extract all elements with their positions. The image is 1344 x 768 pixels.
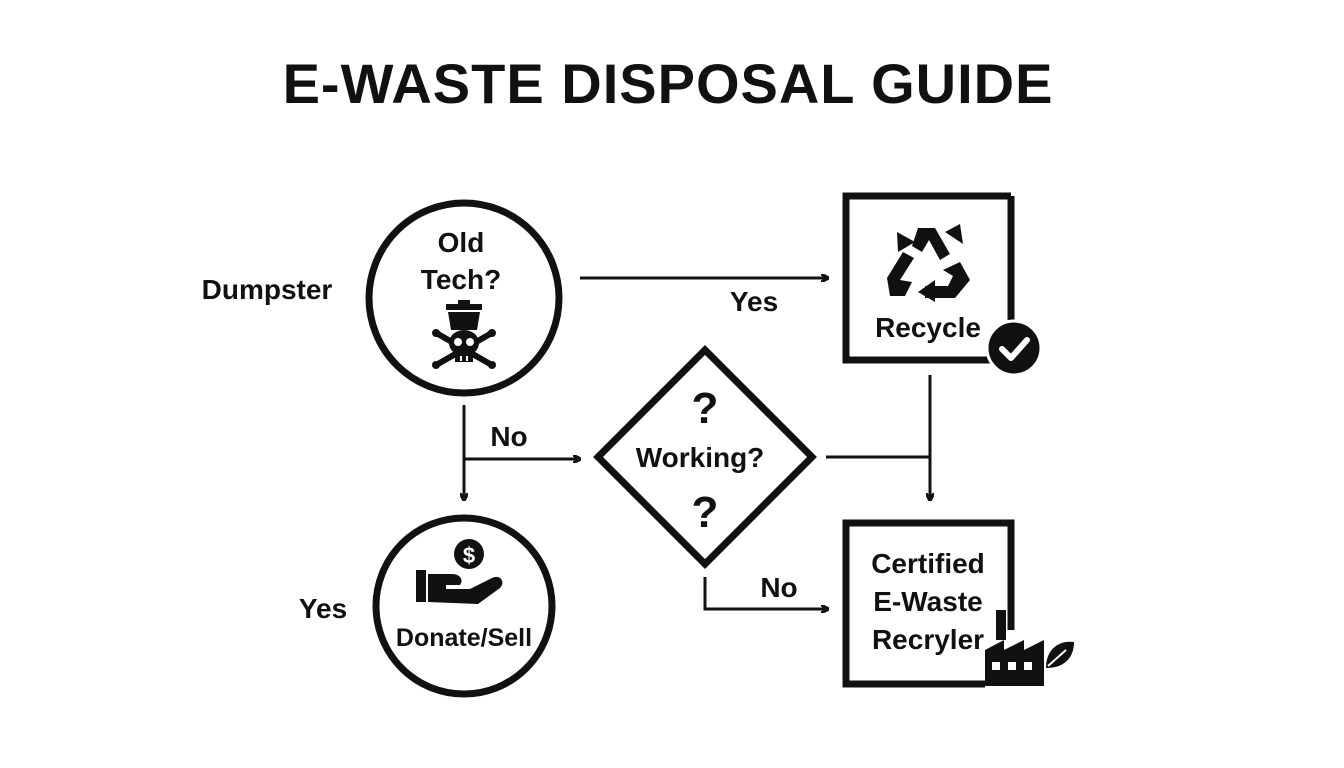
edge-start-to-decision: No	[464, 405, 580, 500]
edge-label-no-left: No	[490, 421, 527, 452]
yes-left-label: Yes	[299, 593, 347, 624]
dumpster-label: Dumpster	[202, 274, 333, 305]
factory-leaf-icon	[985, 610, 1074, 686]
recycle-icon	[887, 224, 970, 302]
edge-decision-to-certified: No	[703, 572, 828, 609]
decision-node: ? Working? ?	[593, 345, 817, 569]
decision-node-label: Working?	[636, 442, 765, 473]
recycle-node-box	[842, 192, 1011, 364]
recycle-node-label: Recycle	[875, 312, 981, 343]
start-node-label-line1: Old	[438, 227, 485, 258]
page-title: E-WASTE DISPOSAL GUIDE	[283, 52, 1054, 115]
check-badge-icon	[985, 319, 1043, 377]
recycle-node: Recycle	[842, 192, 1043, 377]
edge-label-yes-top: Yes	[730, 286, 778, 317]
donate-node-label: Donate/Sell	[396, 624, 532, 652]
trash-skull-icon	[432, 300, 496, 369]
certified-line1: Certified	[871, 548, 985, 579]
certified-line2: E-Waste	[873, 586, 982, 617]
edge-start-to-recycle: Yes	[580, 278, 828, 317]
donate-node-circle	[372, 514, 556, 698]
question-mark-top: ?	[692, 384, 719, 433]
coin-symbol: $	[463, 543, 475, 568]
edge-label-no-bottom: No	[760, 572, 797, 603]
start-node-label-line2: Tech?	[421, 264, 501, 295]
certified-node: Certified E-Waste Recryler	[842, 519, 1074, 688]
certified-node-box	[842, 519, 1015, 688]
donate-node: $ Donate/Sell	[372, 514, 556, 698]
hand-money-icon: $	[416, 539, 503, 604]
certified-line3: Recryler	[872, 624, 984, 655]
start-node: Old Tech?	[365, 199, 563, 397]
start-node-circle	[365, 199, 563, 397]
question-mark-bottom: ?	[692, 488, 719, 537]
decision-diamond	[593, 345, 817, 569]
edge-recycle-to-certified	[826, 375, 930, 500]
